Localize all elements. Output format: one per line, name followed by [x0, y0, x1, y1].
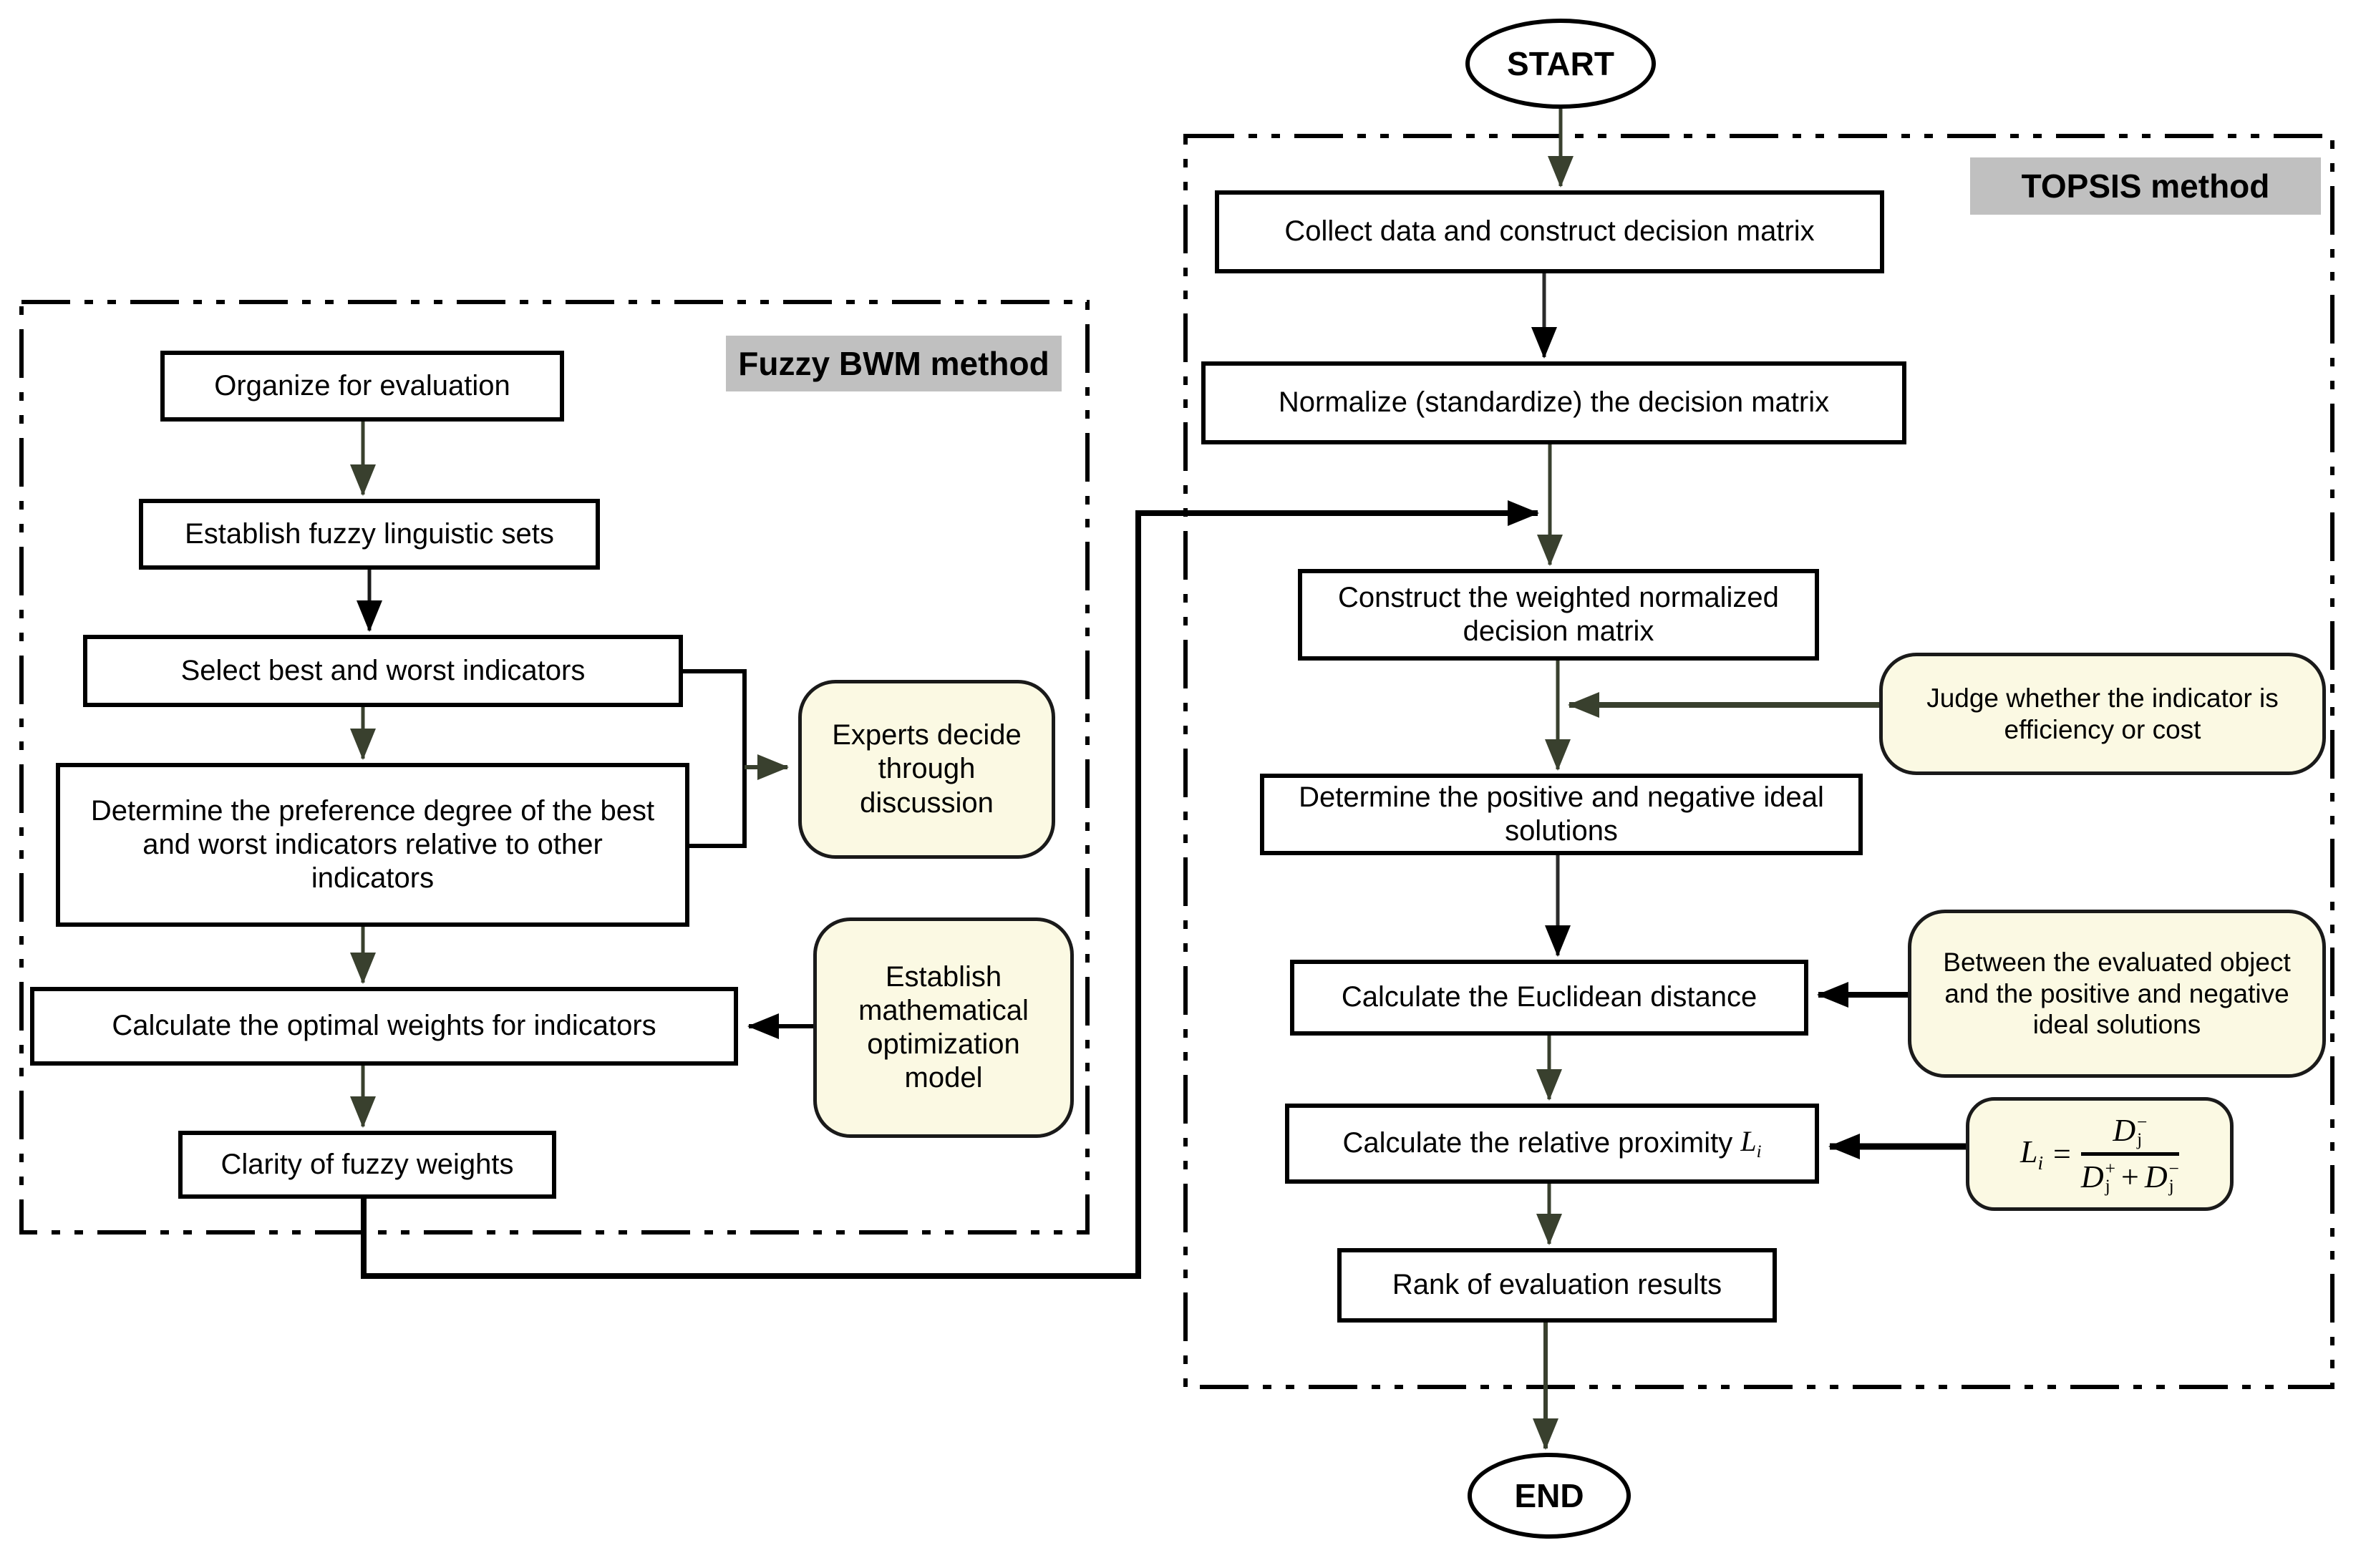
den2-scripts: −j: [2168, 1157, 2180, 1196]
step-text: Establish fuzzy linguistic sets: [185, 517, 554, 550]
f-var-base: L: [2020, 1134, 2038, 1169]
den1-base: D: [2080, 1159, 2104, 1194]
step-text: Rank of evaluation results: [1392, 1269, 1722, 1301]
step-clarity-of-fuzzy-weights: Clarity of fuzzy weights: [178, 1131, 556, 1199]
step-normalize-decision-matrix: Normalize (standardize) the decision mat…: [1201, 361, 1906, 444]
step-text: Calculate the relative proximity: [1342, 1127, 1733, 1159]
formula-fraction: D−j D+j + D−j: [2080, 1112, 2180, 1196]
step-text: Calculate the optimal weights for indica…: [112, 1010, 656, 1042]
var-base: L: [1740, 1125, 1757, 1158]
label-topsis-method: TOPSIS method: [1970, 157, 2321, 215]
den-term-2: D−j: [2145, 1159, 2179, 1196]
step-determine-preference-degree: Determine the preference degree of the b…: [56, 763, 689, 927]
start-label: START: [1507, 45, 1614, 82]
end-node: END: [1468, 1453, 1631, 1539]
topsis-label-text: TOPSIS method: [2021, 167, 2270, 205]
formula-lhs: Li: [2020, 1134, 2043, 1174]
denominator: D+j + D−j: [2081, 1159, 2179, 1196]
f-var-sub: i: [2037, 1151, 2044, 1174]
note-text: Establish mathematical optimization mode…: [858, 960, 1029, 1094]
num-sup: −: [2137, 1111, 2148, 1132]
den1-scripts: +j: [2105, 1157, 2116, 1196]
fuzzy-bwm-label-text: Fuzzy BWM method: [738, 345, 1049, 382]
fraction-bar: [2080, 1152, 2180, 1156]
step-text: Calculate the Euclidean distance: [1341, 981, 1757, 1013]
step-text: Collect data and construct decision matr…: [1284, 215, 1815, 248]
den2-base: D: [2144, 1159, 2168, 1194]
step-text: Organize for evaluation: [214, 369, 510, 401]
den2-sub: j: [2168, 1174, 2174, 1196]
note-establish-math-model: Establish mathematical optimization mode…: [813, 917, 1074, 1138]
step-text: Determine the positive and negative idea…: [1299, 781, 1824, 847]
step-organize-for-evaluation: Organize for evaluation: [160, 351, 564, 422]
den-term-1: D+j: [2081, 1159, 2115, 1196]
num-scripts: −j: [2137, 1111, 2148, 1150]
step-euclidean-distance: Calculate the Euclidean distance: [1290, 960, 1808, 1036]
topsis-container: [1183, 134, 2334, 1389]
end-label: END: [1514, 1477, 1584, 1514]
den1-sup: +: [2105, 1157, 2116, 1179]
note-proximity-formula: Li = D−j D+j + D−j: [1966, 1097, 2234, 1211]
step-ideal-solutions: Determine the positive and negative idea…: [1260, 774, 1863, 855]
proximity-formula: Li = D−j D+j + D−j: [2020, 1112, 2180, 1196]
note-experts-decide: Experts decide through discussion: [798, 680, 1055, 859]
plus-sign: +: [2121, 1159, 2139, 1194]
note-text: Judge whether the indicator is efficienc…: [1926, 683, 2279, 744]
step-establish-fuzzy-linguistic-sets: Establish fuzzy linguistic sets: [139, 499, 600, 570]
den1-sub: j: [2105, 1174, 2110, 1196]
num-sub: j: [2137, 1129, 2143, 1150]
fuzzy-bwm-container: [19, 300, 1090, 1235]
start-node: START: [1465, 19, 1656, 109]
step-text: Construct the weighted normalized decisi…: [1338, 581, 1779, 647]
numerator-term: D−j: [2113, 1112, 2147, 1149]
step-text: Clarity of fuzzy weights: [220, 1148, 514, 1180]
step-text: Select best and worst indicators: [180, 654, 586, 686]
step-collect-data: Collect data and construct decision matr…: [1215, 190, 1884, 273]
step-calculate-optimal-weights: Calculate the optimal weights for indica…: [30, 987, 738, 1066]
step-weighted-normalized-matrix: Construct the weighted normalized decisi…: [1298, 569, 1819, 661]
step-relative-proximity: Calculate the relative proximity Li: [1285, 1104, 1819, 1184]
step-text: Determine the preference degree of the b…: [90, 794, 655, 895]
proximity-variable: Li: [1740, 1124, 1761, 1162]
note-between-object: Between the evaluated object and the pos…: [1908, 910, 2326, 1078]
label-fuzzy-bwm-method: Fuzzy BWM method: [726, 336, 1062, 391]
den2-sup: −: [2168, 1157, 2180, 1179]
note-text: Between the evaluated object and the pos…: [1943, 948, 2291, 1040]
equals-sign: =: [2053, 1136, 2071, 1172]
step-select-best-worst-indicators: Select best and worst indicators: [83, 635, 683, 707]
step-rank-results: Rank of evaluation results: [1337, 1248, 1777, 1323]
var-sub: i: [1756, 1142, 1762, 1162]
num-base: D: [2113, 1113, 2136, 1149]
note-text: Experts decide through discussion: [832, 719, 1022, 819]
step-text: Normalize (standardize) the decision mat…: [1278, 386, 1830, 419]
note-judge-indicator: Judge whether the indicator is efficienc…: [1879, 653, 2326, 775]
